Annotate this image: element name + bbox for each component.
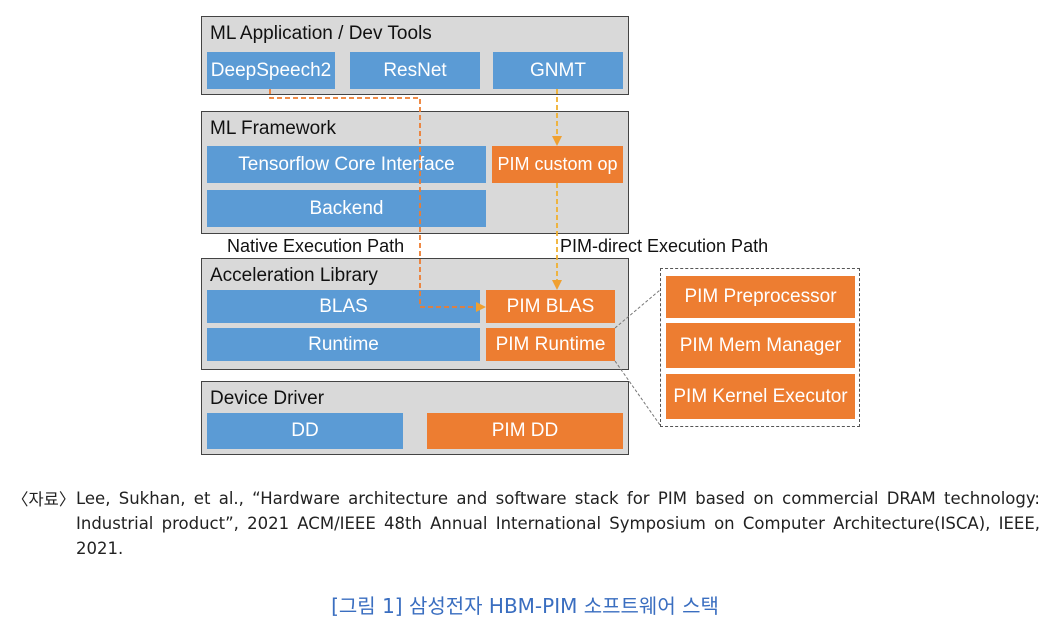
source-label: 〈자료〉 xyxy=(12,490,76,509)
block-pim-mem-manager: PIM Mem Manager xyxy=(666,323,855,368)
block-pim-runtime: PIM Runtime xyxy=(486,328,615,361)
block-pim-preprocessor: PIM Preprocessor xyxy=(666,276,855,318)
detail-connector-bottom xyxy=(614,360,661,426)
block-backend: Backend xyxy=(207,190,486,227)
block-pim-dd: PIM DD xyxy=(427,413,623,449)
block-blas: BLAS xyxy=(207,290,480,323)
block-tensorflow-core-interface: Tensorflow Core Interface xyxy=(207,146,486,183)
block-gnmt: GNMT xyxy=(493,52,623,89)
figure-title: [그림 1] 삼성전자 HBM-PIM 소프트웨어 스택 xyxy=(331,594,719,618)
layer-title-ml-application: ML Application / Dev Tools xyxy=(210,23,432,44)
block-dd: DD xyxy=(207,413,403,449)
block-pim-kernel-executor: PIM Kernel Executor xyxy=(666,374,855,419)
detail-connector-top xyxy=(614,289,661,329)
layer-title-device-driver: Device Driver xyxy=(210,388,325,409)
source-citation: Lee, Sukhan, et al., “Hardware architect… xyxy=(76,489,1040,558)
label-native-execution-path: Native Execution Path xyxy=(227,236,405,256)
layer-title-ml-framework: ML Framework xyxy=(210,118,336,139)
block-runtime: Runtime xyxy=(207,328,480,361)
label-pim-direct-execution-path: PIM-direct Execution Path xyxy=(560,236,769,256)
block-pim-custom-op: PIM custom op xyxy=(492,146,623,183)
block-pim-blas: PIM BLAS xyxy=(486,290,615,323)
block-resnet: ResNet xyxy=(350,52,480,89)
block-deepspeech2: DeepSpeech2 xyxy=(207,52,335,89)
layer-title-acceleration-library: Acceleration Library xyxy=(210,265,378,286)
native-execution-arrow xyxy=(269,89,486,312)
